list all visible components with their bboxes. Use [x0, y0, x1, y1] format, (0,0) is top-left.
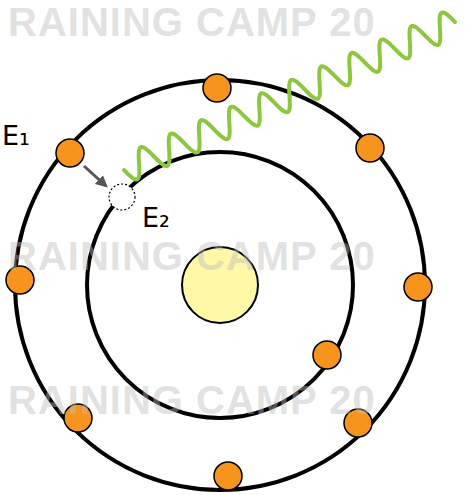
transition-arrow [84, 166, 106, 186]
inner-orbit [87, 152, 353, 418]
vacant-electron [109, 184, 135, 210]
energy-label: E₁ [2, 122, 30, 149]
watermark: RAINING CAMP 20 [8, 380, 376, 420]
energy-label: E₂ [142, 204, 170, 231]
outer-orbit [15, 80, 425, 490]
watermark: RAINING CAMP 20 [8, 236, 376, 276]
watermark: RAINING CAMP 20 [8, 2, 376, 42]
